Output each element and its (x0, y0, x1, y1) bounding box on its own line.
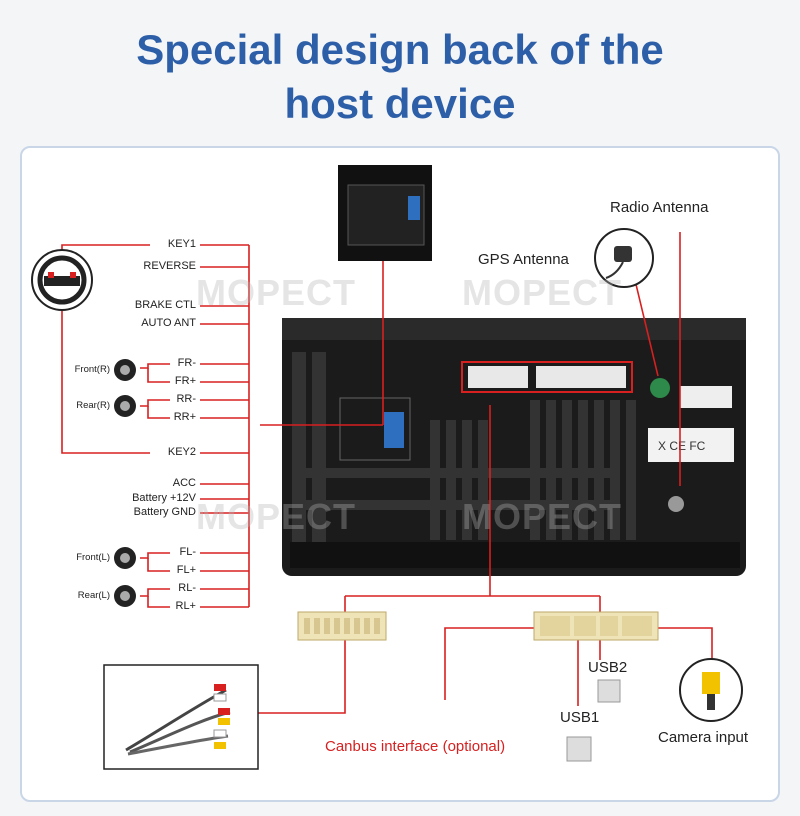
title-line-1: Special design back of the (136, 26, 664, 73)
speaker-label-rear-l: Rear(L) (77, 590, 110, 601)
harness-cable-box (103, 664, 259, 770)
connector-multi (533, 611, 659, 641)
watermark: MOPECT (196, 272, 357, 313)
gps-antenna-icon (594, 228, 654, 288)
wire-label-fr-plus: FR+ (174, 375, 196, 387)
wire-label-fl-minus: FL- (179, 546, 197, 558)
iso-connector-inset (338, 165, 432, 261)
wire-label-rr-plus: RR+ (173, 411, 196, 423)
canbus-label: Canbus interface (optional) (325, 738, 506, 755)
wire-label-gnd: Battery GND (133, 506, 196, 518)
watermark: MOPECT (462, 496, 623, 537)
svg-text:X CE FC: X CE FC (658, 439, 706, 453)
speaker-label-front-l: Front(L) (76, 552, 110, 563)
wire-label-key1: KEY1 (167, 238, 196, 250)
wire-label-rl-plus: RL+ (175, 600, 197, 612)
watermark: MOPECT (462, 272, 623, 313)
watermark: MOPECT (196, 496, 357, 537)
wire-label-auto-ant: AUTO ANT (141, 317, 196, 329)
camera-input-icon (679, 658, 743, 722)
speaker-icons (114, 359, 136, 607)
wire-label-battery: Battery +12V (132, 492, 196, 504)
steering-wheel-icon (31, 249, 93, 311)
wire-label-brake: BRAKE CTL (134, 299, 196, 311)
title-line-2: host device (284, 80, 516, 127)
wire-label-rr-minus: RR- (176, 393, 196, 405)
gps-antenna-label: GPS Antenna (478, 251, 569, 268)
wire-label-fl-plus: FL+ (176, 564, 196, 576)
usb2-label: USB2 (588, 659, 628, 676)
usb1-label: USB1 (560, 709, 600, 726)
speaker-label-rear-r: Rear(R) (76, 400, 110, 411)
wire-label-key2: KEY2 (167, 446, 196, 458)
wire-label-rl-minus: RL- (178, 582, 196, 594)
wire-label-reverse: REVERSE (143, 260, 196, 272)
wire-label-fr-minus: FR- (177, 357, 196, 369)
camera-input-label: Camera input (658, 729, 749, 746)
host-device-back: X CE FC (282, 318, 746, 576)
speaker-label-front-r: Front(R) (74, 364, 110, 375)
radio-antenna-label: Radio Antenna (610, 199, 709, 216)
connector-16pin (297, 611, 387, 641)
usb-plug-icons (566, 679, 621, 762)
wire-label-acc: ACC (172, 477, 196, 489)
